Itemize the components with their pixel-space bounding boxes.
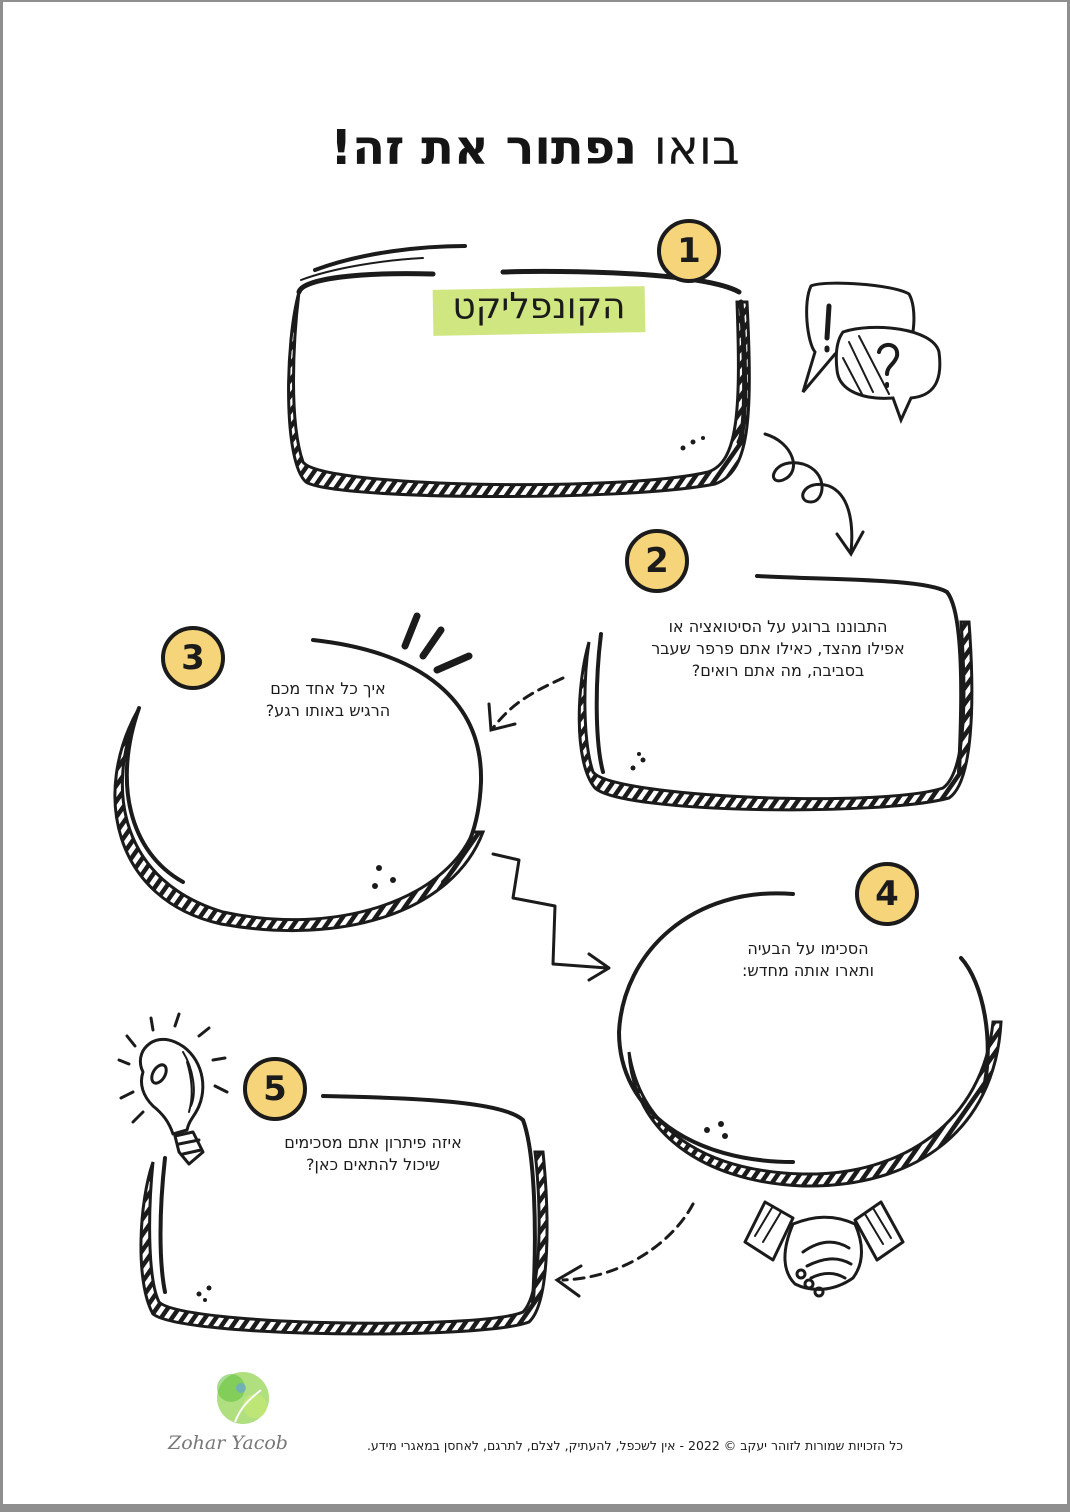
step-2-line-2: אפילו מהצד, כאילו אתם פרפר שעבר	[651, 639, 905, 658]
step-2-badge: 2	[625, 529, 689, 593]
step-4-badge: 4	[855, 862, 919, 926]
step-2-line-1: התבוננו ברוגע על הסיטואציה או	[668, 617, 888, 636]
logo-mark	[217, 1372, 269, 1424]
step-4-text: הסכימו על הבעיה ותארו אותה מחדש:	[708, 938, 908, 982]
doodle-artwork	[113, 244, 1003, 1424]
speech-bubbles-icon	[801, 281, 942, 424]
step-5-badge: 5	[243, 1057, 307, 1121]
step-1-number: 1	[677, 231, 701, 271]
title-part-2: נפתור את זה!	[330, 120, 637, 176]
dashed-arrow-icon	[487, 676, 565, 732]
step-5-line-2: שיכול להתאים כאן?	[306, 1155, 440, 1174]
handshake-icon	[743, 1200, 905, 1298]
copyright-footer: כל הזכויות שמורות לזוהר יעקב © 2022 - אי…	[366, 1438, 903, 1453]
worksheet-page: בואו נפתור את זה! { "title": { "part1": …	[3, 2, 1067, 1504]
step-5-text: איזה פיתרון אתם מסכימים שיכול להתאים כאן…	[253, 1132, 493, 1176]
box-1-frame	[287, 244, 751, 499]
step-3-text: איך כל אחד מכם הרגיש באותו רגע?	[228, 678, 428, 722]
curly-arrow-icon	[763, 432, 865, 557]
step-2-line-3: בסביבה, מה אתם רואים?	[691, 661, 865, 680]
zigzag-arrow-icon	[491, 852, 611, 982]
step-2-number: 2	[645, 541, 669, 581]
box-5-frame	[139, 1094, 549, 1336]
box-3-frame	[113, 612, 486, 933]
box-2-frame	[577, 574, 974, 812]
step-1-label: הקונפליקט	[452, 286, 626, 327]
light-bulb-icon	[117, 1012, 229, 1166]
box-4-frame	[616, 891, 1003, 1188]
logo-signature: Zohar Yacob	[168, 1432, 288, 1454]
step-3-badge: 3	[161, 626, 225, 690]
step-3-number: 3	[181, 638, 205, 678]
step-1-badge: 1	[657, 219, 721, 283]
step-4-line-2: ותארו אותה מחדש:	[742, 961, 874, 980]
step-3-line-2: הרגיש באותו רגע?	[265, 701, 391, 720]
title-part-1: בואו	[653, 120, 740, 176]
step-4-line-1: הסכימו על הבעיה	[747, 939, 869, 958]
step-4-number: 4	[875, 874, 899, 914]
step-5-number: 5	[263, 1069, 287, 1109]
dashed-arrow-icon	[554, 1202, 695, 1298]
step-5-line-1: איזה פיתרון אתם מסכימים	[284, 1133, 462, 1152]
step-3-line-1: איך כל אחד מכם	[270, 679, 386, 698]
page-title: בואו נפתור את זה!	[3, 120, 1067, 176]
step-2-text: התבוננו ברוגע על הסיטואציה או אפילו מהצד…	[603, 616, 953, 682]
